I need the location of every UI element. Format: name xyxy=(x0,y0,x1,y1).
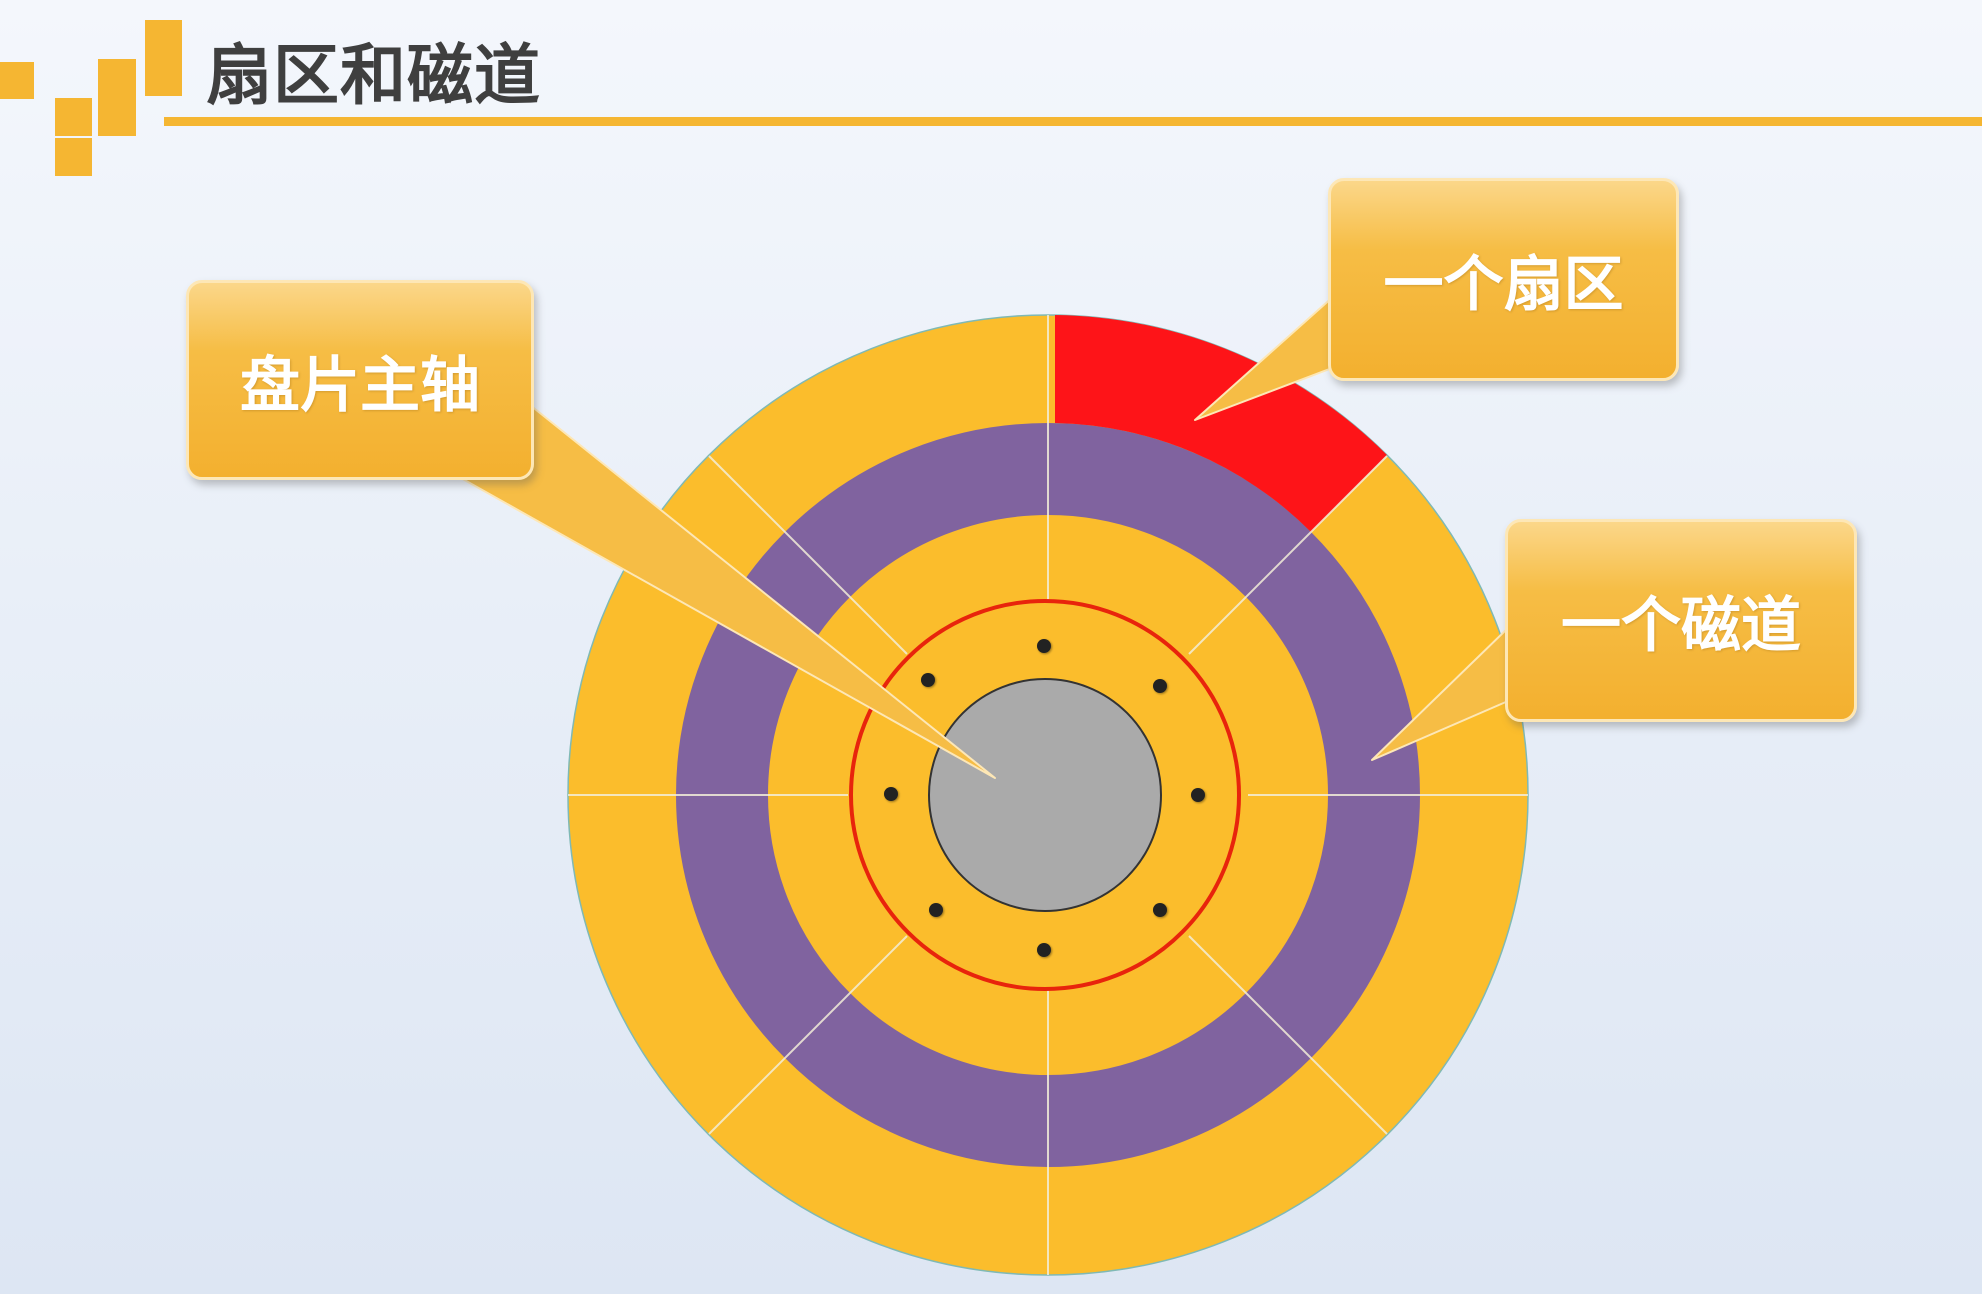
screw-dot xyxy=(1037,943,1051,957)
decorative-squares xyxy=(0,20,182,176)
track-callout: 一个磁道 xyxy=(1505,519,1857,722)
deco-square xyxy=(0,62,34,99)
deco-square xyxy=(98,59,136,98)
sector-dividers xyxy=(568,315,1528,1275)
screw-dot xyxy=(921,673,935,687)
deco-square xyxy=(55,138,92,176)
hub-screws xyxy=(884,639,1205,957)
deco-square xyxy=(145,20,182,58)
screw-dot xyxy=(1153,903,1167,917)
screw-dot xyxy=(1153,679,1167,693)
spindle xyxy=(928,678,1162,912)
sector-divider xyxy=(1188,455,1388,655)
screw-dot xyxy=(1037,639,1051,653)
highlighted-sector xyxy=(1055,315,1387,532)
sector-callout: 一个扇区 xyxy=(1328,178,1679,381)
deco-square xyxy=(98,98,136,136)
sector-divider xyxy=(708,935,908,1135)
deco-square xyxy=(145,58,182,96)
screw-dot xyxy=(929,903,943,917)
page-title: 扇区和磁道 xyxy=(206,37,541,114)
sector-divider xyxy=(1188,935,1388,1135)
sector-callout-label: 一个扇区 xyxy=(1383,250,1624,320)
sector-divider xyxy=(708,455,908,655)
spindle-callout-label: 盘片主轴 xyxy=(240,350,480,421)
track-callout-label: 一个磁道 xyxy=(1561,591,1801,661)
title-underline xyxy=(164,117,1982,126)
screw-dot xyxy=(1191,788,1205,802)
spindle-callout: 盘片主轴 xyxy=(186,280,534,480)
screw-dot xyxy=(884,787,898,801)
deco-square xyxy=(55,98,92,136)
